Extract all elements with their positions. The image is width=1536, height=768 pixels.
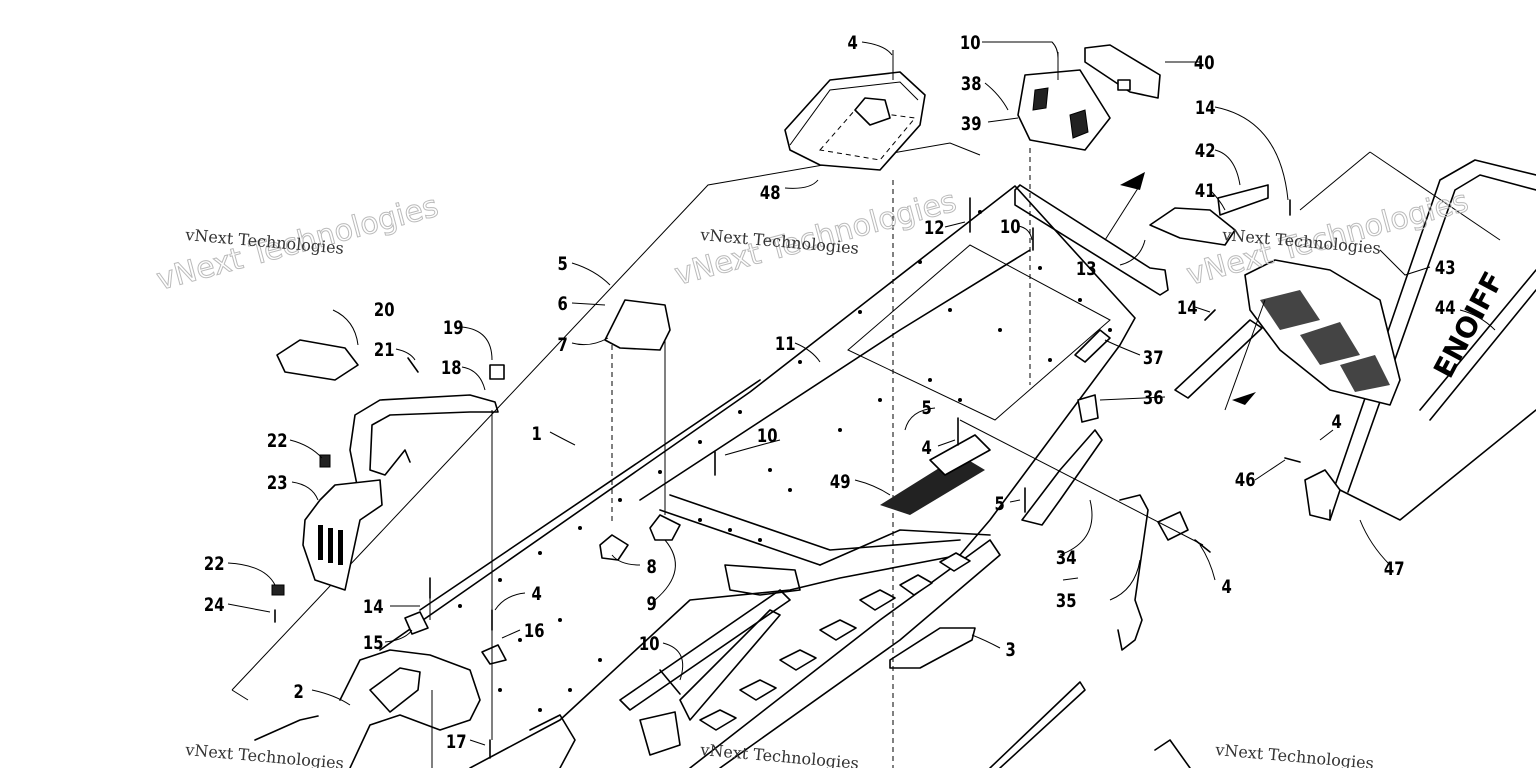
callout-10: 10 bbox=[960, 32, 981, 54]
callout-37: 37 bbox=[1143, 347, 1164, 369]
callout-13: 13 bbox=[1076, 258, 1097, 280]
left-side-parts bbox=[254, 582, 1191, 768]
callout-35: 35 bbox=[1056, 590, 1077, 612]
snow-flap bbox=[1104, 172, 1401, 411]
watermark-small: vNext Technologies bbox=[699, 740, 860, 768]
callout-6: 6 bbox=[557, 293, 567, 315]
callout-36: 36 bbox=[1143, 387, 1164, 409]
callout-18: 18 bbox=[441, 357, 462, 379]
callout-38: 38 bbox=[961, 73, 982, 95]
callout-16: 16 bbox=[524, 620, 545, 642]
callout-15: 15 bbox=[363, 632, 384, 654]
fasteners bbox=[274, 197, 1331, 759]
callout-39: 39 bbox=[961, 113, 982, 135]
callout-numbers: 1 2 3 4 4 4 4 4 5 5 5 6 7 8 9 10 10 10 1… bbox=[204, 32, 1456, 753]
callout-4: 4 bbox=[1221, 576, 1231, 598]
callout-23: 23 bbox=[267, 472, 288, 494]
callout-10: 10 bbox=[757, 425, 778, 447]
callout-3: 3 bbox=[1005, 639, 1015, 661]
callout-4: 4 bbox=[531, 583, 541, 605]
callout-40: 40 bbox=[1194, 52, 1215, 74]
callout-10: 10 bbox=[639, 633, 660, 655]
callout-43: 43 bbox=[1435, 257, 1456, 279]
callout-5: 5 bbox=[921, 397, 931, 419]
callout-19: 19 bbox=[443, 317, 464, 339]
callout-22: 22 bbox=[267, 430, 288, 452]
callout-24: 24 bbox=[204, 594, 225, 616]
seat-cushion bbox=[784, 50, 926, 768]
callout-8: 8 bbox=[646, 556, 656, 578]
callout-5: 5 bbox=[994, 493, 1004, 515]
tunnel-trim bbox=[959, 184, 1204, 651]
callout-49: 49 bbox=[830, 471, 851, 493]
callout-4: 4 bbox=[1331, 411, 1341, 433]
callout-4: 4 bbox=[847, 32, 857, 54]
watermark-small: vNext Technologies bbox=[184, 740, 345, 768]
callout-47: 47 bbox=[1384, 558, 1405, 580]
watermark-small: vNext Technologies bbox=[1214, 740, 1375, 768]
callout-17: 17 bbox=[446, 731, 467, 753]
callout-10: 10 bbox=[1000, 216, 1021, 238]
callout-46: 46 bbox=[1235, 469, 1256, 491]
chassis-frame bbox=[231, 142, 1136, 768]
callout-42: 42 bbox=[1195, 140, 1216, 162]
callout-4: 4 bbox=[921, 437, 931, 459]
callout-5: 5 bbox=[557, 253, 567, 275]
callout-1: 1 bbox=[531, 423, 541, 445]
callout-21: 21 bbox=[374, 339, 395, 361]
tail-bracket bbox=[1017, 44, 1161, 385]
callout-11: 11 bbox=[775, 333, 796, 355]
callout-7: 7 bbox=[557, 334, 567, 356]
callout-12: 12 bbox=[924, 217, 945, 239]
callout-34: 34 bbox=[1056, 547, 1077, 569]
callout-14: 14 bbox=[1177, 297, 1198, 319]
leader-lines bbox=[227, 41, 1496, 746]
callout-41: 41 bbox=[1195, 180, 1216, 202]
callout-2: 2 bbox=[293, 681, 303, 703]
callout-22: 22 bbox=[204, 553, 225, 575]
callout-14: 14 bbox=[363, 596, 384, 618]
bracket-assembly bbox=[271, 339, 505, 740]
bumper-logo: ENOIFF bbox=[1427, 266, 1510, 383]
center-parts bbox=[481, 299, 991, 665]
running-board-right bbox=[619, 529, 1086, 768]
callout-9: 9 bbox=[646, 593, 656, 615]
rivets bbox=[458, 210, 1112, 712]
callout-48: 48 bbox=[760, 182, 781, 204]
callout-14: 14 bbox=[1195, 97, 1216, 119]
callout-44: 44 bbox=[1435, 297, 1456, 319]
callout-20: 20 bbox=[374, 299, 395, 321]
